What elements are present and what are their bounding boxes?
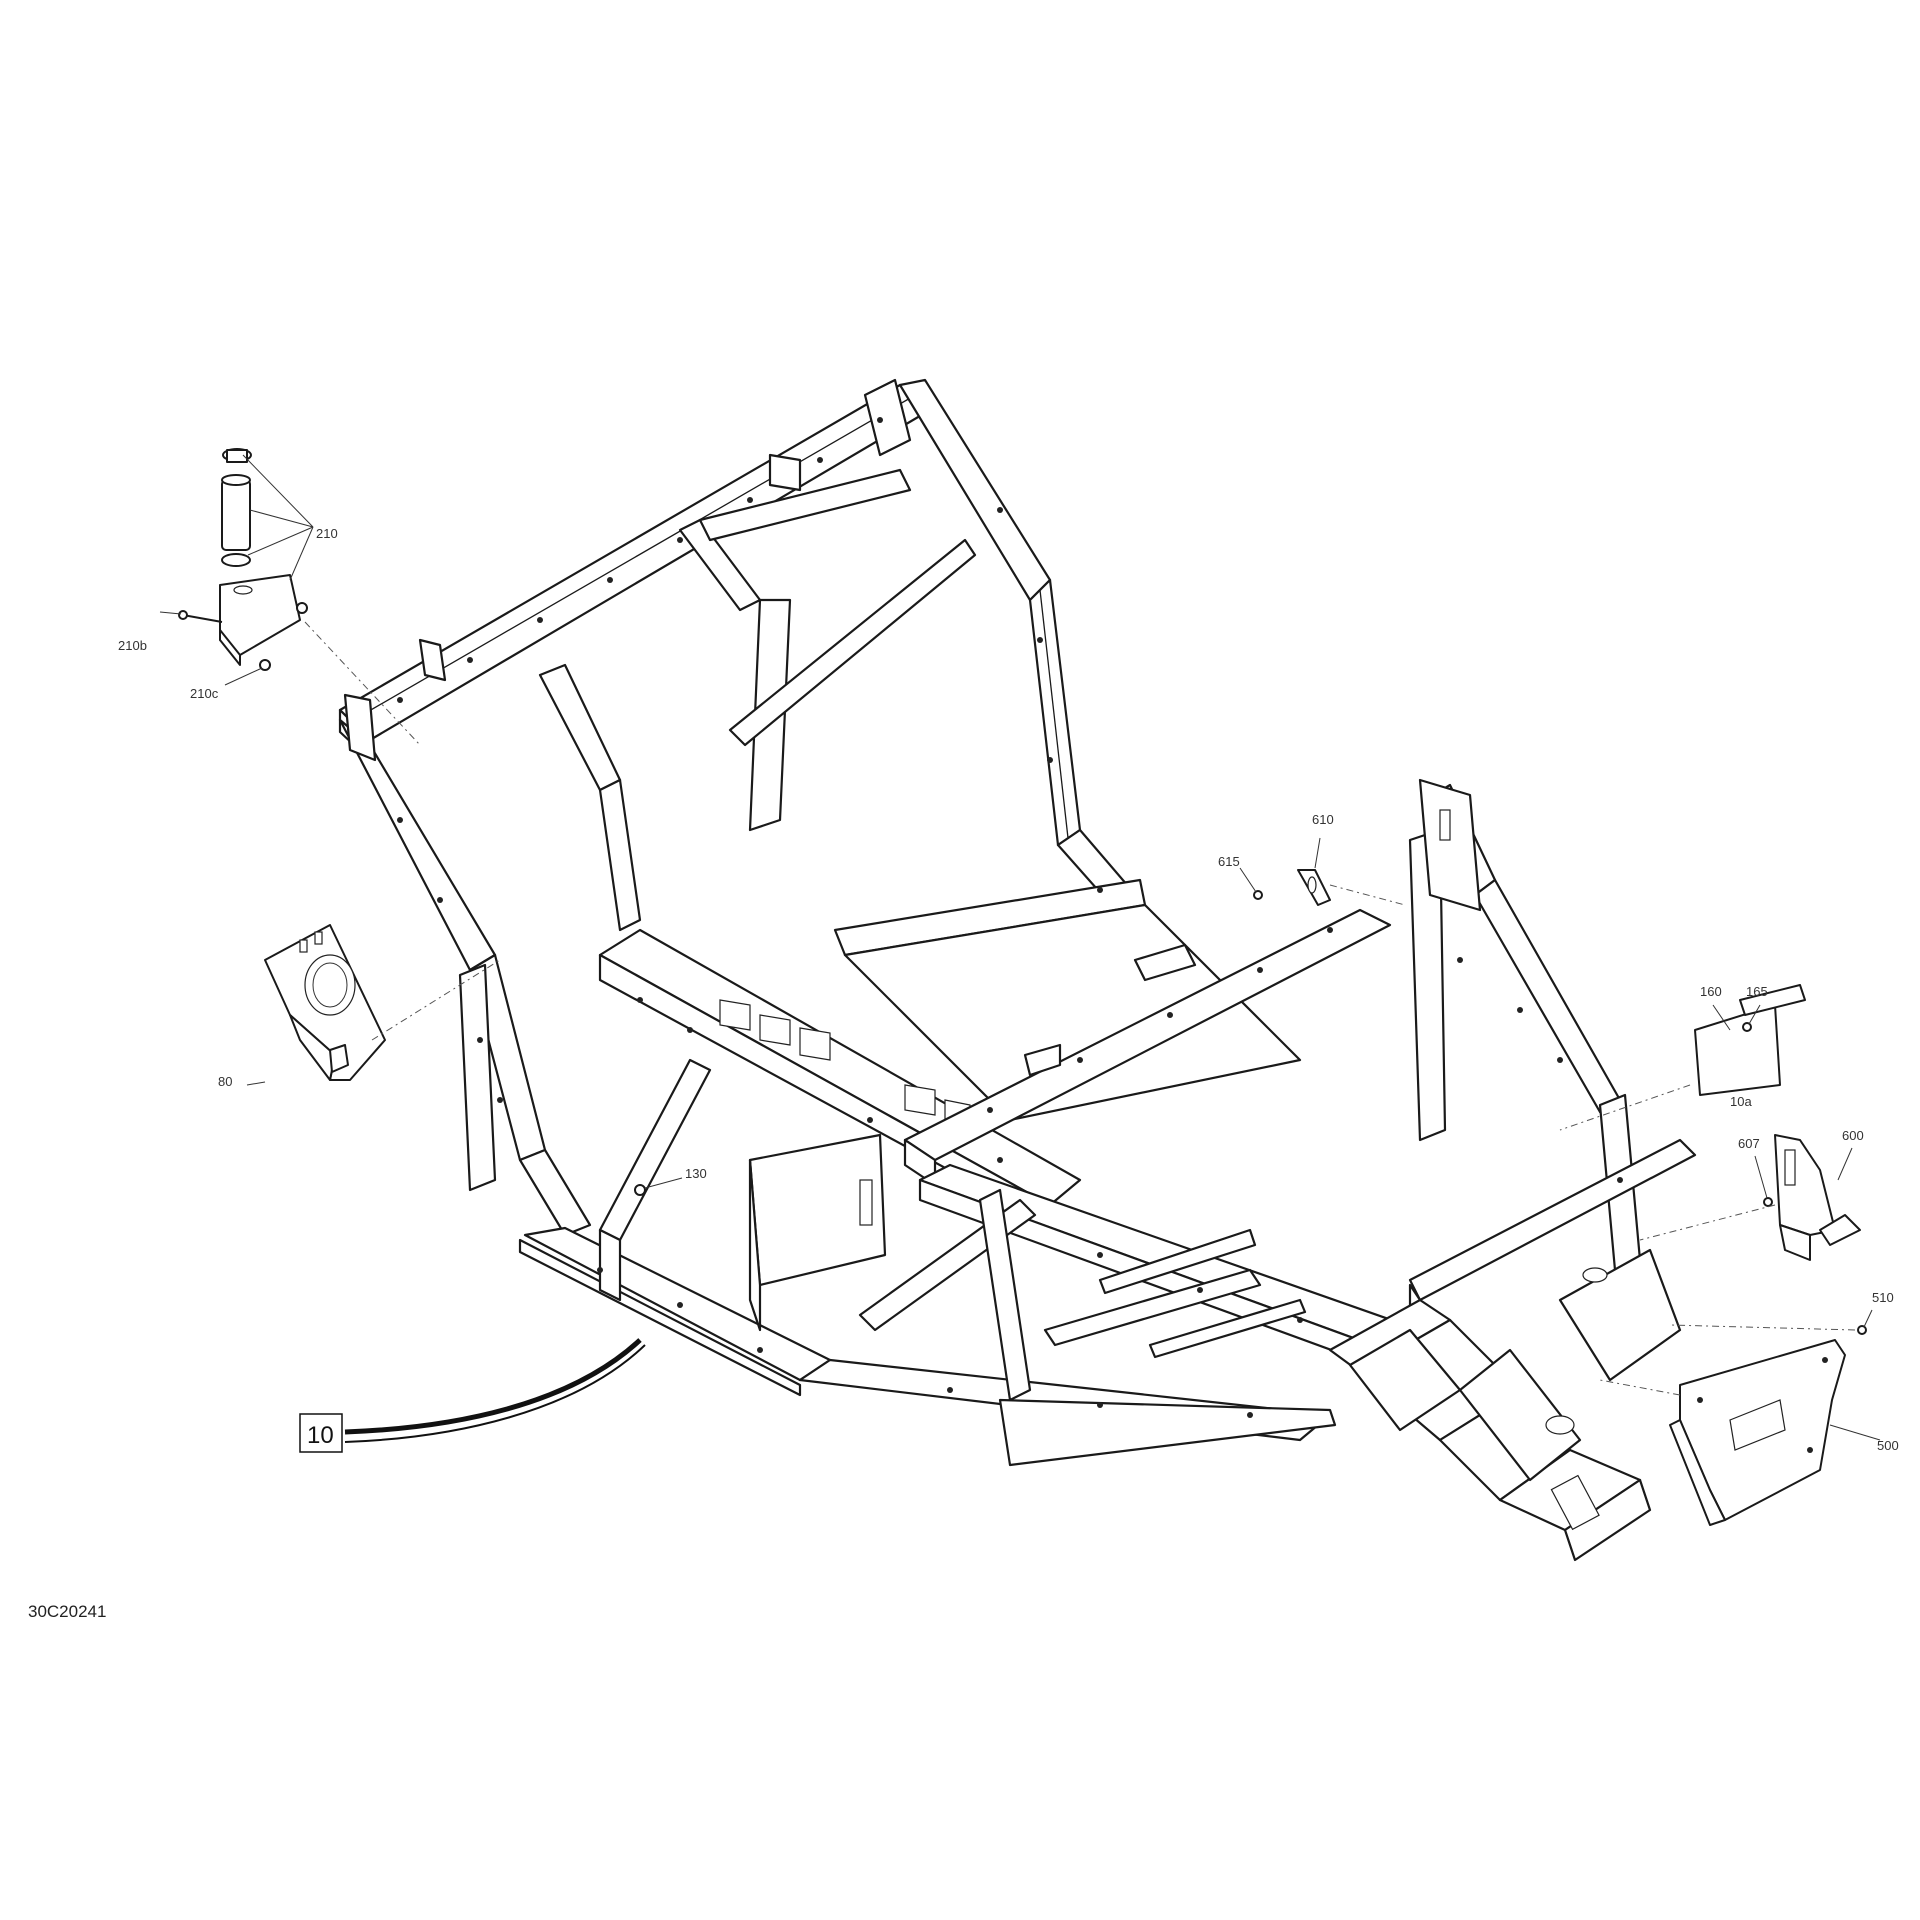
callout-610: 610 bbox=[1312, 812, 1334, 827]
part-80-bracket bbox=[264, 924, 386, 1081]
drawing-code: 30C20241 bbox=[28, 1602, 106, 1621]
callout-500: 500 bbox=[1877, 1438, 1899, 1453]
callout-615: 615 bbox=[1218, 854, 1240, 869]
callout-210b: 210b bbox=[118, 638, 147, 653]
part-210-assembly bbox=[178, 448, 308, 671]
callout-600: 600 bbox=[1842, 1128, 1864, 1143]
part-500-skidplate bbox=[1669, 1339, 1846, 1526]
callout-130: 130 bbox=[685, 1166, 707, 1181]
main-frame bbox=[338, 378, 1697, 1562]
callout-10a: 10a bbox=[1730, 1094, 1752, 1109]
callout-pointers bbox=[159, 454, 1881, 1441]
exploded-view-leaders bbox=[304, 621, 1856, 1396]
part-510-nut bbox=[1857, 1325, 1867, 1335]
callout-607: 607 bbox=[1738, 1136, 1760, 1151]
callout-10-box bbox=[299, 1413, 343, 1453]
callout-210: 210 bbox=[316, 526, 338, 541]
part-165-screw bbox=[1742, 1022, 1752, 1032]
part-600-bracket bbox=[1774, 1134, 1861, 1261]
callout-510: 510 bbox=[1872, 1290, 1894, 1305]
callout-10-arrow bbox=[344, 1338, 642, 1435]
callout-160: 160 bbox=[1700, 984, 1722, 999]
part-615-bolt bbox=[1253, 890, 1263, 900]
part-130-nut bbox=[634, 1184, 646, 1196]
part-607-bolt bbox=[1763, 1197, 1773, 1207]
part-160-panel bbox=[1694, 984, 1806, 1096]
part-610-bracket bbox=[1297, 869, 1331, 906]
callout-10: 10 bbox=[307, 1422, 334, 1449]
callout-165: 165 bbox=[1746, 984, 1768, 999]
callout-80: 80 bbox=[218, 1074, 232, 1089]
callout-210c: 210c bbox=[190, 686, 219, 701]
frame-holes bbox=[397, 417, 1623, 1418]
